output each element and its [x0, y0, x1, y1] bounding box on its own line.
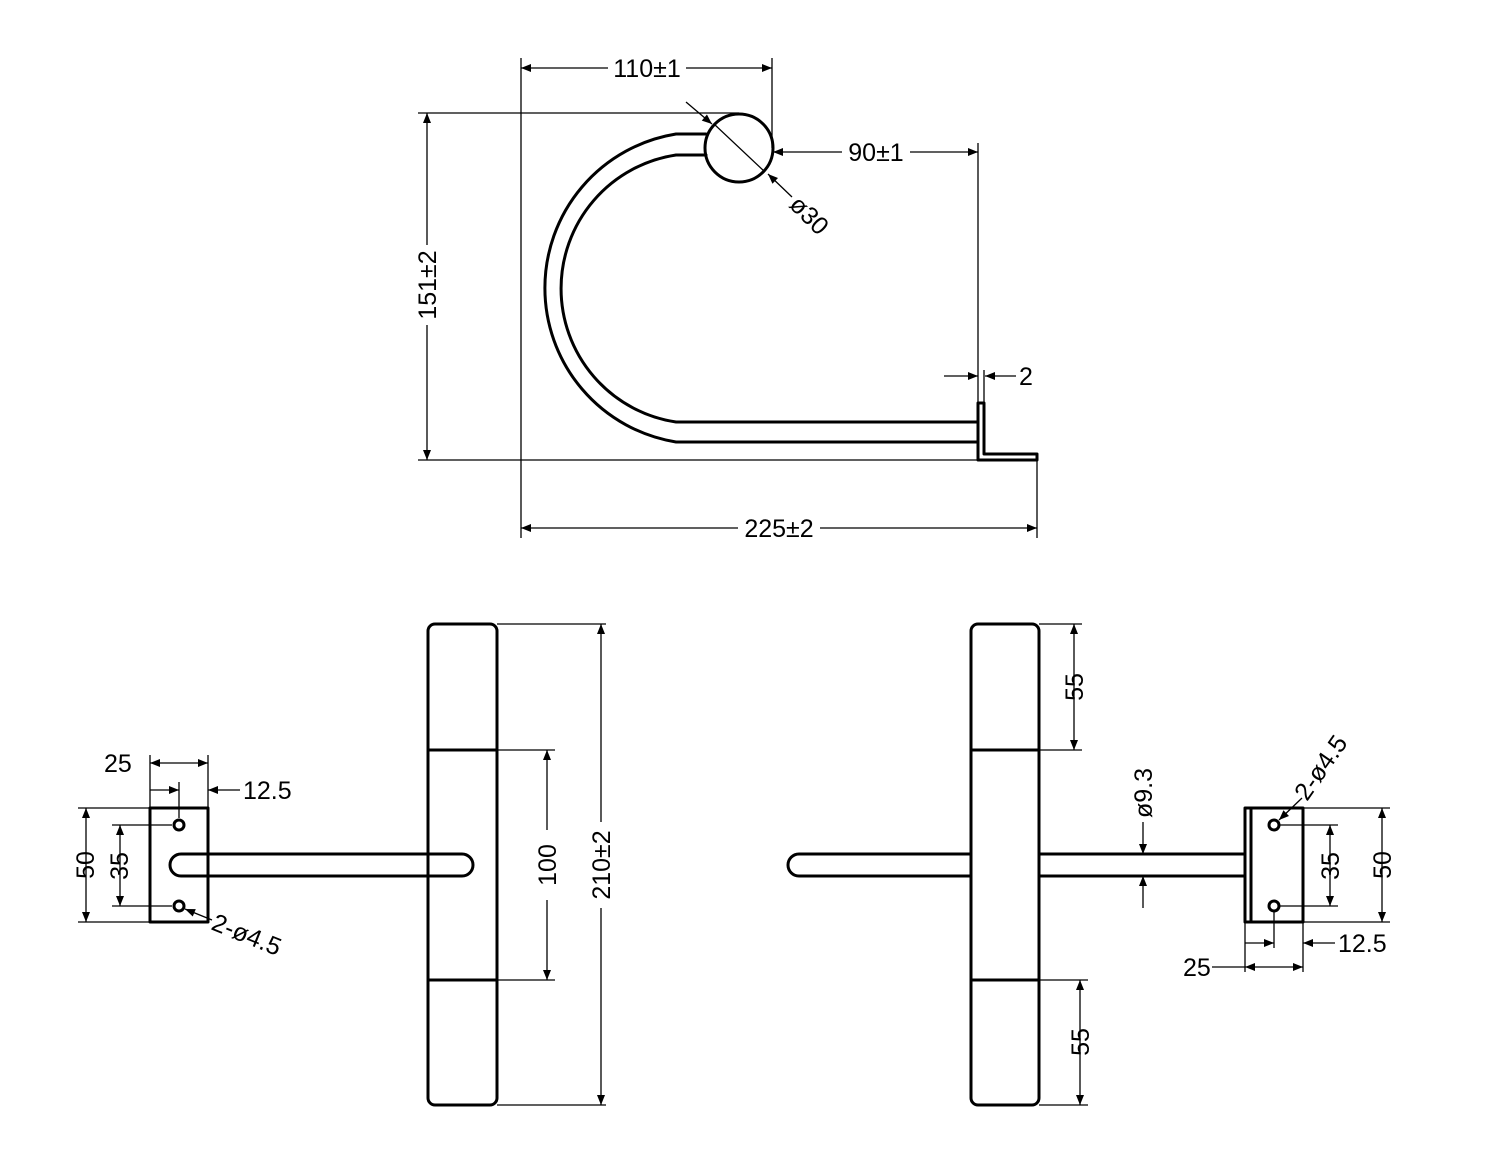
front-dim-text-210: 210±2: [588, 830, 616, 899]
side-hole-top: [1267, 818, 1281, 832]
dim-text-90: 90±1: [848, 139, 903, 167]
front-dim-text-50: 50: [72, 851, 100, 879]
front-hole-top: [172, 818, 186, 832]
dim-text-dia30: ø30: [784, 190, 834, 240]
dim-text-225: 225±2: [744, 515, 813, 543]
side-hole-bottom: [1267, 899, 1281, 913]
side-view: 55 55 ø9.3 2-ø4.5 35 50 12.5 25: [786, 622, 1397, 1107]
side-rod-left: [786, 852, 973, 878]
front-dim-text-12-5: 12.5: [243, 777, 292, 805]
dim-leader-dia30: [685, 101, 713, 125]
dim-text-151: 151±2: [414, 250, 442, 319]
dim-text-2: 2: [1019, 363, 1033, 391]
side-body-bar: [969, 622, 1041, 1107]
side-rod-right: [1037, 852, 1247, 878]
side-dim-text-55-top: 55: [1061, 673, 1089, 701]
front-dim-text-holes: 2-ø4.5: [208, 909, 285, 962]
wall-plate: [976, 401, 1039, 462]
front-dim-text-25: 25: [104, 750, 132, 778]
side-dim-text-rod-dia: ø9.3: [1130, 768, 1158, 818]
side-dim-text-35: 35: [1317, 852, 1345, 880]
front-dim-leader-holes: [184, 908, 213, 921]
ring-outer-curve: [543, 132, 980, 444]
front-hole-bottom: [172, 899, 186, 913]
front-rod: [168, 852, 475, 878]
side-dim-leader-holes: [1278, 797, 1303, 821]
front-view: 25 12.5 50 35 2-ø4.5 100 210±2: [72, 622, 616, 1107]
top-view: 110±1 90±1 ø30 151±2 2 225±2: [414, 55, 1039, 543]
front-dim-text-35: 35: [106, 852, 134, 880]
side-dim-text-50: 50: [1369, 851, 1397, 879]
side-dim-text-12-5: 12.5: [1338, 930, 1387, 958]
ring-inner-curve: [559, 153, 980, 424]
front-dim-text-100: 100: [534, 844, 562, 886]
side-dim-text-55-bottom: 55: [1067, 1028, 1095, 1056]
dim-text-110: 110±1: [613, 55, 680, 83]
side-dim-text-holes: 2-ø4.5: [1289, 730, 1353, 805]
front-body-bar: [426, 622, 499, 1107]
side-dim-text-25: 25: [1183, 954, 1211, 982]
